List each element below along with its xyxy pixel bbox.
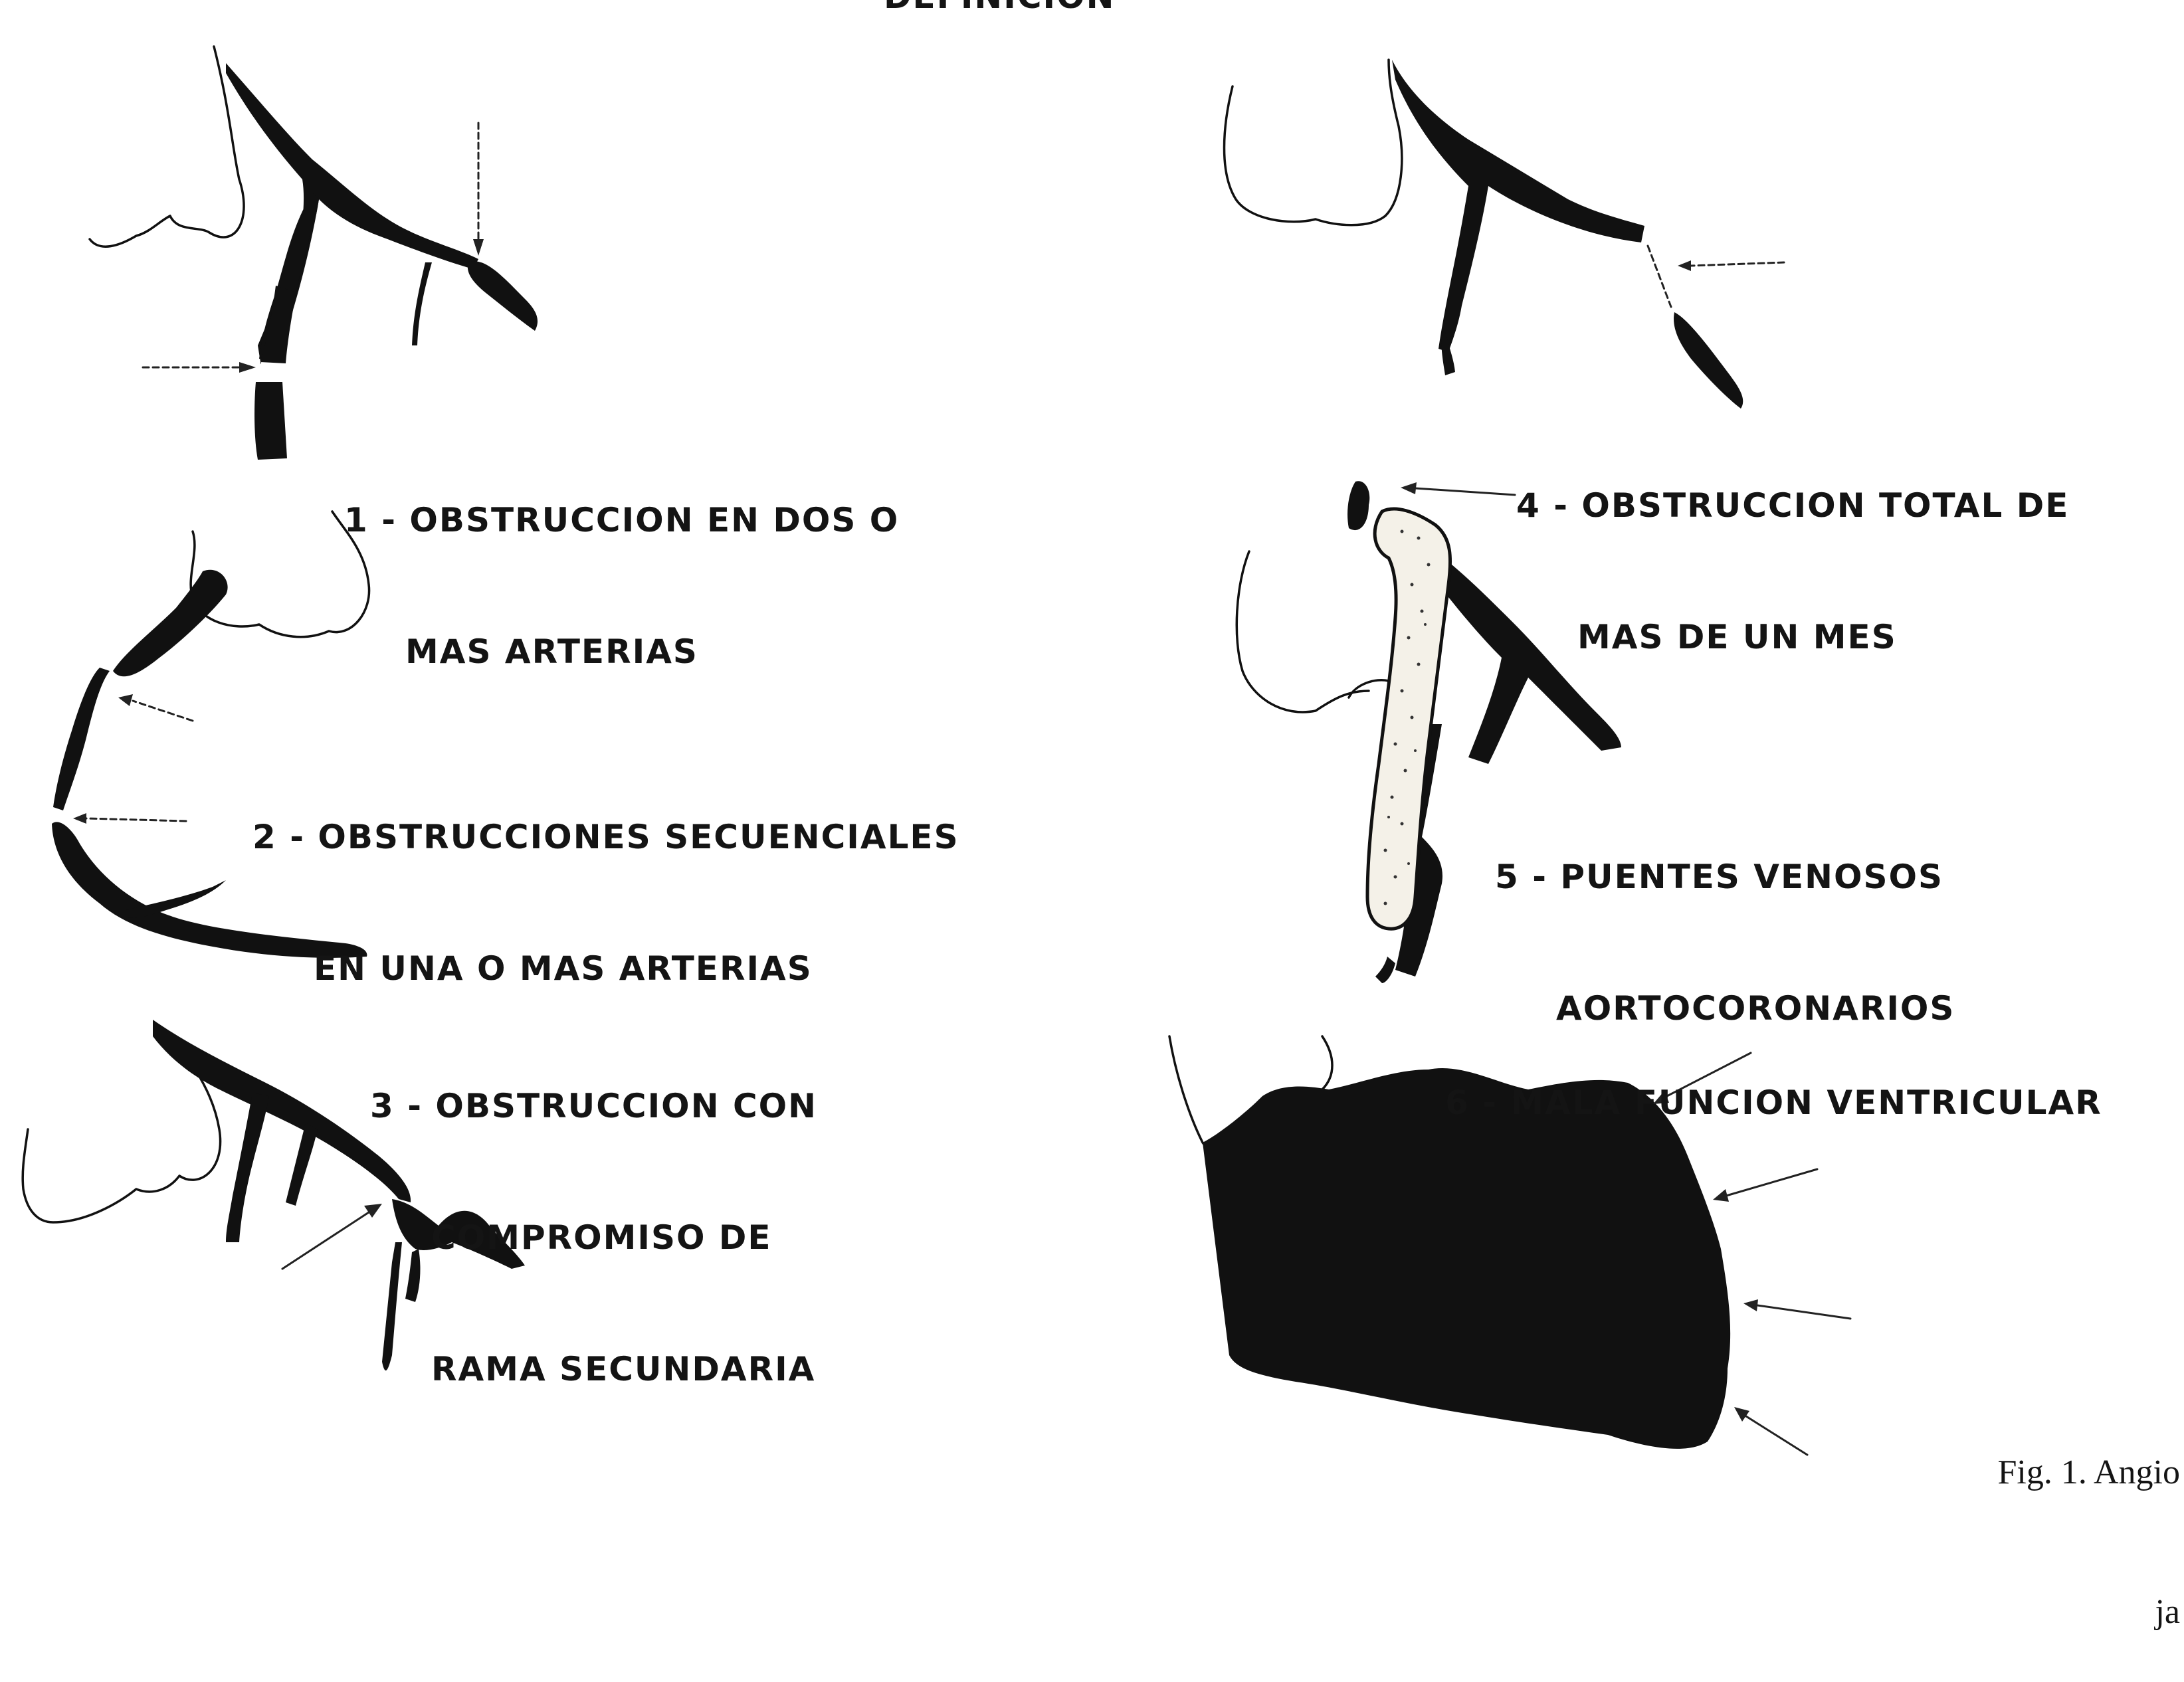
panel-2-label: 2 - OBSTRUCCIONES SECUENCIALES EN UNA O … [252,727,959,1034]
panel-1-artery-trunk [226,63,478,361]
panel-4-label-line-1: 4 - OBSTRUCCION TOTAL DE [1516,484,2069,527]
panel-1-label-line-2: MAS ARTERIAS [344,630,899,674]
panel-6-label-line-1: 6 - MALA FUNCION VENTRICULAR [1445,1081,2102,1125]
panel-6-arrowhead-2 [1713,1189,1729,1202]
panel-5-aorta-stub [1347,481,1369,530]
panel-4-arrow [1691,262,1784,266]
panel-4-artery-trunk [1392,60,1644,352]
panel-4-heart-outline [1225,60,1402,225]
panel-6-arrow-4 [1746,1416,1807,1455]
panel-2-arrowhead-upper [118,694,133,706]
panel-1-marginal [412,262,432,345]
panel-2-mid-segment [53,668,110,810]
panel-2-proximal-segment [113,570,228,677]
panel-5-label-line-1: 5 - PUENTES VENOSOS [1495,855,1955,899]
panel-1-label: 1 - OBSTRUCCION EN DOS O MAS ARTERIAS [344,411,899,717]
panel-3-label-line-3: RAMA SECUNDARIA [370,1347,817,1391]
panel-2-arrow-upper [133,701,193,721]
panel-1-arrowhead-vertical [473,239,484,256]
panel-5-heart-outline [1237,551,1369,712]
panel-3-label: 3 - OBSTRUCCION CON COMPROMISO DE RAMA S… [370,996,817,1435]
panel-1-arrowhead-horizontal [239,362,256,373]
panel-4-label: 4 - OBSTRUCCION TOTAL DE MAS DE UN MES [1516,396,2069,703]
figure-caption: Fig. 1. Angio ja [1998,1356,2181,1682]
panel-5-arrow [1415,488,1515,495]
panel-4-drawing [1225,60,1785,409]
panel-1-drawing [90,47,538,460]
panel-2-branch [126,880,226,918]
panel-1-cx-distal [468,261,538,331]
panel-3-label-line-1: 3 - OBSTRUCCION CON [370,1084,817,1128]
figure-caption-line-1: Fig. 1. Angio [1998,1449,2181,1496]
panel-1-label-line-1: 1 - OBSTRUCCION EN DOS O [344,498,899,542]
panel-4-distal-segment [1674,312,1743,409]
panel-3-label-line-2: COMPROMISO DE [370,1216,817,1260]
panel-6-arrow-2 [1726,1169,1817,1196]
panel-5-heart-outline-2 [1349,680,1389,698]
figure-caption-line-2: ja [1998,1589,2181,1635]
panel-3-lad [226,1093,269,1242]
panel-3-diagonal [286,1123,318,1206]
panel-1-heart-outline [90,47,244,246]
panel-6-label: 6 - MALA FUNCION VENTRICULAR [1445,993,2102,1168]
panel-1-lad-stub [254,382,287,460]
panel-2-label-line-2: EN UNA O MAS ARTERIAS [252,947,959,990]
panel-5-arrowhead [1401,482,1417,494]
panel-2-label-line-1: 2 - OBSTRUCCIONES SECUENCIALES [252,815,959,859]
panel-5-lad-tail [1375,957,1395,983]
panel-2-arrow-lower [86,818,186,821]
panel-6-arrowhead-3 [1743,1299,1758,1311]
panel-6-arrowhead-4 [1734,1407,1749,1422]
panel-6-arrow-3 [1757,1305,1850,1319]
panel-4-occlusion-gap [1648,246,1671,307]
panel-3-arrow [282,1212,369,1269]
panel-2-arrowhead-lower [73,813,86,824]
panel-4-label-line-2: MAS DE UN MES [1516,615,2069,659]
panel-4-arrowhead [1678,260,1691,271]
